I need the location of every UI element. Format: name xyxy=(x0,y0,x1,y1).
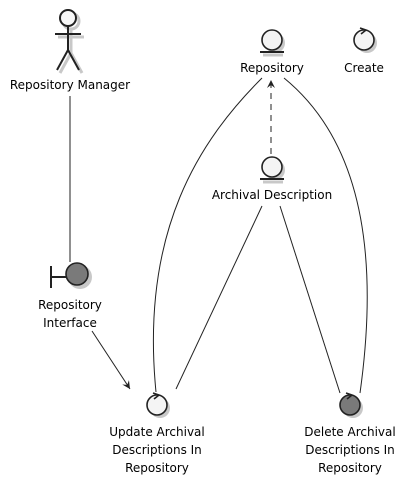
edge-repository-to-delete xyxy=(283,77,368,394)
actor-label: Repository Manager xyxy=(10,78,130,92)
edge-archival-to-update xyxy=(175,205,263,390)
edge-repository-to-update xyxy=(152,77,263,393)
control-icon xyxy=(353,27,377,53)
control-update-label-line3: Repository xyxy=(125,461,189,475)
boundary-label-line2: Interface xyxy=(43,316,97,330)
entity-repository-label: Repository xyxy=(240,61,304,75)
entity-icon xyxy=(260,29,285,57)
stick-figure-actor-icon xyxy=(55,9,84,74)
control-update-archival-descriptions[interactable]: Update Archival Descriptions In Reposito… xyxy=(109,392,205,475)
actor-repository-manager[interactable]: Repository Manager xyxy=(10,9,130,92)
entity-archival-description[interactable]: Archival Description xyxy=(212,156,332,202)
entity-icon xyxy=(260,156,285,184)
control-create-label: Create xyxy=(344,61,384,75)
edges xyxy=(69,77,368,394)
control-icon xyxy=(146,392,170,418)
control-create[interactable]: Create xyxy=(344,27,384,75)
control-icon xyxy=(339,392,363,418)
control-delete-label-line1: Delete Archival xyxy=(304,425,395,439)
boundary-circle-icon xyxy=(50,262,92,289)
control-delete-archival-descriptions[interactable]: Delete Archival Descriptions In Reposito… xyxy=(304,392,396,475)
edge-boundary-to-update xyxy=(91,330,131,390)
control-update-label-line1: Update Archival xyxy=(109,425,204,439)
control-update-label-line2: Descriptions In xyxy=(112,443,202,457)
edge-archival-to-delete xyxy=(279,205,341,394)
control-delete-label-line3: Repository xyxy=(318,461,382,475)
entity-archival-description-label: Archival Description xyxy=(212,188,332,202)
boundary-label-line1: Repository xyxy=(38,298,102,312)
control-delete-label-line2: Descriptions In xyxy=(305,443,395,457)
entity-repository[interactable]: Repository xyxy=(240,29,304,75)
boundary-repository-interface[interactable]: Repository Interface xyxy=(38,262,102,330)
